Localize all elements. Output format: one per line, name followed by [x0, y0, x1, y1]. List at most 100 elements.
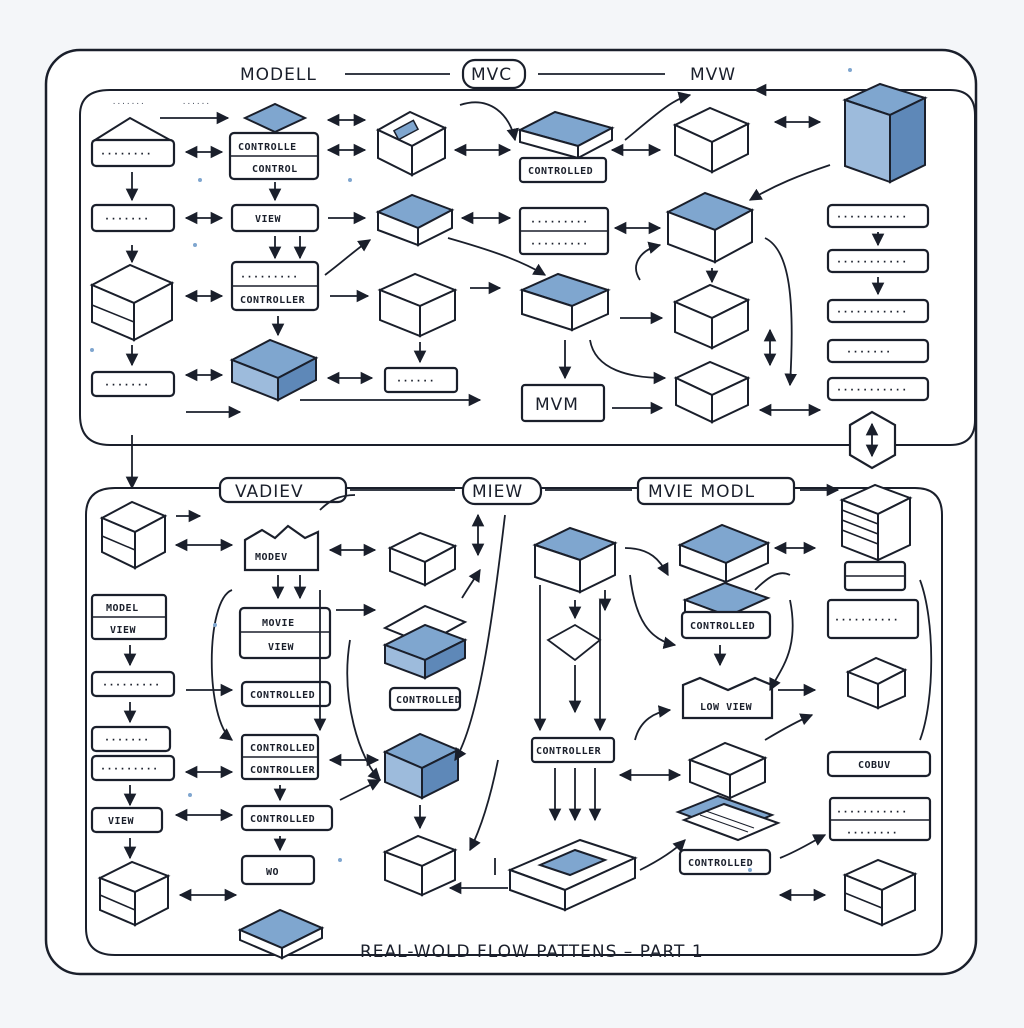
svg-text:·······: ······· — [104, 735, 150, 746]
svg-text:CONTROLLED: CONTROLLED — [250, 690, 315, 701]
svg-text:CONTROLLED: CONTROLLED — [396, 695, 461, 706]
controlled-box-d — [240, 804, 334, 832]
svg-text:MOVIE: MOVIE — [262, 618, 295, 629]
header-mvw: MVW — [690, 65, 736, 85]
svg-text:·······: ······· — [104, 380, 150, 391]
server-icon-low — [842, 858, 918, 927]
blue-slab-icon — [519, 272, 611, 332]
svg-text:···········: ··········· — [836, 807, 908, 818]
bottom-box-3 — [90, 725, 172, 753]
bottom-box-4 — [90, 754, 176, 782]
slab-icon — [517, 110, 615, 160]
cube-icon-4 — [672, 283, 751, 350]
tall-stack-icon — [839, 483, 913, 562]
svg-text:·········: ········· — [530, 239, 589, 250]
controll-box — [518, 156, 608, 184]
movie-view-box — [238, 606, 332, 660]
layer-stack-icon — [89, 263, 175, 342]
cube-icon-b3 — [382, 834, 458, 897]
svg-text:MODEL: MODEL — [106, 603, 139, 614]
svg-text:········: ········ — [100, 149, 152, 160]
wo-box — [240, 854, 316, 886]
low-view-box — [681, 676, 774, 720]
cube-icon-5 — [673, 360, 751, 424]
mvm-box — [520, 383, 606, 423]
svg-text:VIEW: VIEW — [255, 214, 282, 225]
svg-text:CONTROLLED: CONTROLLED — [688, 858, 753, 869]
controller-box-e — [530, 736, 616, 764]
svg-text:···········: ··········· — [836, 212, 908, 223]
svg-text:CONTROLLER: CONTROLLER — [250, 765, 316, 776]
header-vadiev-badge — [218, 476, 348, 504]
svg-text:···········: ··········· — [836, 257, 908, 268]
svg-text:CONTROLLED: CONTROLLED — [250, 814, 315, 825]
stack-item-3 — [826, 298, 930, 324]
svg-text:········: ········ — [846, 828, 898, 839]
blue-block-icon — [229, 338, 319, 402]
stack-item-4 — [826, 338, 930, 364]
controlled-box-e — [388, 686, 462, 712]
model-box-4 — [90, 370, 176, 398]
blue-tile-low — [237, 908, 325, 960]
server-icon — [842, 82, 928, 184]
svg-text:··········: ·········· — [834, 615, 899, 626]
header-mvie-model: MVIE MODL — [648, 482, 755, 502]
header-mvc-badge — [461, 58, 527, 90]
controlled-box-b7 — [678, 848, 772, 876]
header-modell: MODELL — [240, 65, 317, 85]
stack-item-5 — [826, 376, 930, 402]
svg-text:·······: ······· — [112, 100, 145, 108]
svg-text:·········: ········· — [530, 217, 589, 228]
svg-text:WO: WO — [266, 867, 279, 878]
svg-text:MVM: MVM — [535, 395, 579, 415]
bottom-panel — [85, 487, 943, 956]
decor-dots — [90, 68, 852, 872]
model-box-top — [90, 138, 176, 168]
top-panel — [79, 89, 976, 446]
cobuv-box — [826, 750, 932, 778]
svg-text:·········: ········· — [102, 680, 161, 691]
right-box-b1 — [826, 598, 920, 640]
svg-text:···········: ··········· — [836, 385, 908, 396]
database-icon-low — [97, 860, 171, 927]
cube-icon-white — [672, 106, 751, 174]
svg-text:MODEV: MODEV — [255, 552, 288, 563]
svg-text:·········: ········· — [240, 272, 299, 283]
svg-text:COBUV: COBUV — [858, 760, 891, 771]
svg-text:······: ······ — [396, 376, 435, 387]
controlled-box-b — [240, 680, 332, 708]
view-box-top — [230, 203, 320, 233]
cube-icon — [375, 110, 448, 177]
svg-text:CONTROLLE: CONTROLLE — [238, 142, 297, 153]
svg-text:CONTROLLER: CONTROLLER — [240, 295, 306, 306]
small-db-icon — [843, 560, 907, 592]
header-vadiev: VADIEV — [235, 482, 304, 502]
stack-item-1 — [826, 203, 930, 229]
svg-text:·······: ······· — [846, 347, 892, 358]
svg-text:CONTROLLED: CONTROLLED — [690, 621, 755, 632]
document-stack-icon — [675, 794, 781, 842]
header-miew: MIEW — [472, 482, 523, 502]
svg-text:···········: ··········· — [836, 307, 908, 318]
svg-text:VIEW: VIEW — [108, 816, 135, 827]
blue-cube-b2 — [382, 732, 461, 800]
header-miew-badge — [461, 476, 543, 506]
model-box-2 — [90, 203, 176, 233]
tile-icon — [242, 102, 308, 134]
header-mvc: MVC — [471, 65, 512, 85]
layered-blue-icon — [382, 604, 468, 680]
svg-text:CONTROL: CONTROL — [252, 164, 298, 175]
svg-text:·······: ······· — [104, 214, 150, 225]
stack-item-2 — [826, 248, 930, 274]
view-box-low — [90, 806, 164, 834]
cube-icon-b6 — [687, 741, 768, 800]
platform-icon — [507, 838, 638, 912]
tray-icon — [375, 193, 455, 247]
tall-tower-icon — [532, 526, 618, 594]
blue-cube-b5 — [677, 523, 771, 584]
svg-text:VIEW: VIEW — [110, 625, 137, 636]
cube-icon-b1 — [387, 531, 458, 587]
router-box — [383, 366, 459, 394]
